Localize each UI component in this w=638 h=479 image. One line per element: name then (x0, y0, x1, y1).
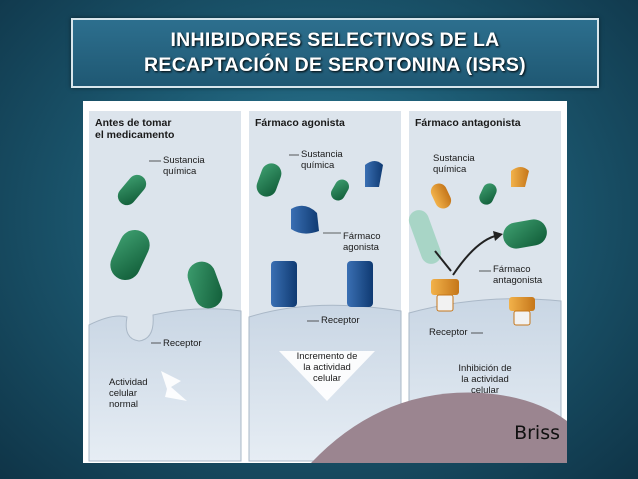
panel-3-receptor-label: Receptor (429, 327, 468, 338)
panel-1-substance-label: Sustancia química (163, 155, 205, 177)
panel-1-arrow (161, 371, 187, 401)
slide-title-box: INHIBIDORES SELECTIVOS DE LA RECAPTACIÓN… (71, 18, 599, 88)
label-line: la actividad (461, 374, 509, 385)
watermark-text: Briss (514, 422, 560, 444)
panel-1-molecules (110, 174, 223, 309)
slide-title-line-2: RECAPTACIÓN DE SEROTONINA (ISRS) (144, 54, 526, 76)
panel-2-molecules (256, 161, 383, 307)
panel-2-title: Fármaco agonista (255, 117, 345, 129)
molecule-ghost (408, 210, 442, 264)
molecule (110, 230, 150, 280)
arrow-head (493, 231, 503, 241)
panel-2-arrow (279, 351, 375, 401)
molecule (503, 219, 547, 249)
molecule (117, 174, 147, 206)
panel-3-molecules (408, 167, 547, 326)
agonist-receptor (271, 261, 297, 307)
panel-agonist (248, 111, 402, 462)
label-line: agonista (343, 242, 379, 253)
molecule (331, 179, 349, 201)
label-line: Incremento de (296, 351, 358, 362)
label-line: química (433, 164, 467, 175)
label-line: celular (471, 385, 499, 396)
label-line: celular (313, 373, 341, 384)
panel-3-drug-label: Fármaco antagonista (493, 264, 542, 286)
panel-1-receptor-label: Receptor (163, 338, 202, 349)
agonist-receptor (347, 261, 373, 307)
slide-title-line-1: INHIBIDORES SELECTIVOS DE LA (170, 29, 500, 51)
label-line: celular (109, 388, 137, 399)
antagonist-drug (430, 183, 452, 209)
cell-nucleus (311, 392, 567, 463)
interaction-arrow (434, 250, 452, 272)
label-line: química (163, 166, 197, 177)
receptor-cup (513, 310, 531, 326)
molecule (187, 261, 223, 309)
agonist-drug (365, 161, 383, 187)
label-line: Sustancia (433, 153, 475, 164)
panel-1-title: Antes de tomar el medicamento (95, 117, 174, 141)
panel-1-cell (88, 308, 242, 462)
molecule (479, 183, 497, 205)
panel-before (88, 111, 242, 462)
label-line: antagonista (493, 275, 543, 286)
panel-2-substance-label: Sustancia química (301, 149, 343, 171)
antagonist-receptor (431, 279, 459, 295)
antagonist-receptor (509, 297, 535, 311)
label-line: Fármaco (343, 231, 381, 242)
label-line: Sustancia (163, 155, 205, 166)
panel-3-activity-label: Inhibición de la actividad celular (435, 363, 535, 396)
label-line: la actividad (303, 362, 351, 373)
panel-1-title-line-1: Antes de tomar (95, 117, 172, 129)
receptor-cup (436, 294, 454, 312)
label-line: Fármaco (493, 264, 531, 275)
panel-2-activity-label: Incremento de la actividad celular (277, 351, 377, 384)
label-line: normal (109, 399, 139, 410)
label-line: Actividad (109, 377, 148, 388)
label-line: química (301, 160, 335, 171)
label-line: Sustancia (301, 149, 343, 160)
antagonist-drug (511, 167, 529, 187)
panel-2-receptor-label: Receptor (321, 315, 360, 326)
panel-1-title-line-2: el medicamento (95, 129, 175, 141)
panel-3-substance-label: Sustancia química (433, 153, 475, 175)
panel-3-title: Fármaco antagonista (415, 117, 521, 129)
agonist-drug (291, 205, 319, 234)
diagram-illustration (88, 111, 567, 463)
receptor-diagram: Antes de tomar el medicamento Sustancia … (83, 101, 567, 463)
molecule (256, 163, 282, 197)
label-line: Inhibición de (458, 363, 512, 374)
panel-1-activity-label: Actividad celular normal (109, 377, 148, 410)
panel-2-drug-label: Fármaco agonista (343, 231, 380, 253)
